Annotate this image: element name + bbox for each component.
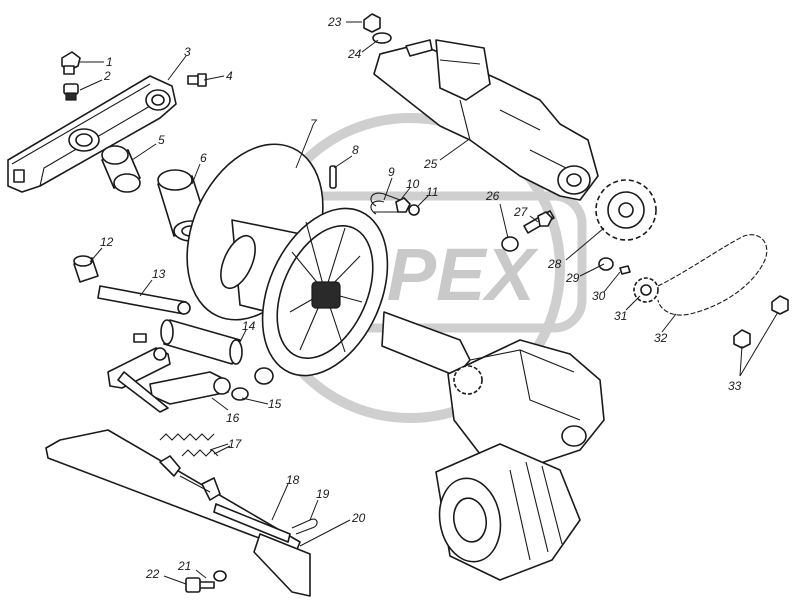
collar [73,255,99,283]
support-arm [7,75,177,193]
callout-4: 4 [226,69,233,83]
callout-9: 9 [388,165,395,179]
callout-27: 27 [513,205,529,219]
shaft [97,285,191,315]
grease-fitting [61,51,81,75]
pin [329,165,337,189]
u-bolt [370,192,401,215]
callout-17: 17 [228,437,243,451]
callout-19: 19 [316,487,330,501]
sprocket-bolt [523,210,555,234]
callout-31: 31 [614,309,627,323]
washer [408,204,420,216]
callout-29: 29 [565,271,580,285]
callout-24: 24 [347,47,362,61]
callout-25: 25 [423,157,438,171]
lever-assembly [107,333,231,413]
large-sprocket [595,179,657,241]
drive-chain [657,234,768,316]
end-bushing [231,367,274,401]
callout-3: 3 [184,45,191,59]
key [619,265,631,275]
callout-30: 30 [592,289,606,303]
callout-12: 12 [100,235,114,249]
callout-5: 5 [158,133,165,147]
callout-1: 1 [106,55,113,69]
callout-2: 2 [103,69,111,83]
callout-14: 14 [242,319,256,333]
sprocket-washer [501,236,519,252]
chain-nuts [733,295,789,349]
callout-22: 22 [145,567,160,581]
callout-21: 21 [177,559,191,573]
callout-26: 26 [485,189,500,203]
callout-33: 33 [728,379,742,393]
reducer-gearbox [381,311,605,471]
callout-13: 13 [152,267,166,281]
roller [160,319,243,365]
hex-nut [395,197,411,213]
callouts: 1 2 3 4 5 6 7 8 9 10 11 12 13 14 15 16 1… [79,15,779,585]
callout-28: 28 [547,257,562,271]
callout-23: 23 [327,15,342,29]
rod [213,503,291,543]
callout-32: 32 [654,331,668,345]
callout-18: 18 [286,473,300,487]
callout-6: 6 [200,151,207,165]
callout-15: 15 [268,397,282,411]
bushing-small [101,145,141,193]
drum-assembly [186,143,389,377]
top-nut [363,13,381,33]
spring [159,433,231,457]
gear-housing-upper [373,39,599,201]
callout-20: 20 [351,511,366,525]
callout-8: 8 [352,143,359,157]
callout-7: 7 [310,117,318,131]
bolt-washer [213,570,227,582]
bolt [185,577,215,593]
callout-16: 16 [226,411,240,425]
small-bolt [187,73,207,87]
spacer-washer [598,257,614,271]
electric-motor [435,443,581,581]
cotter-pin [291,518,318,535]
plug-bolt [63,83,79,101]
callout-11: 11 [426,185,438,199]
callout-10: 10 [406,177,420,191]
